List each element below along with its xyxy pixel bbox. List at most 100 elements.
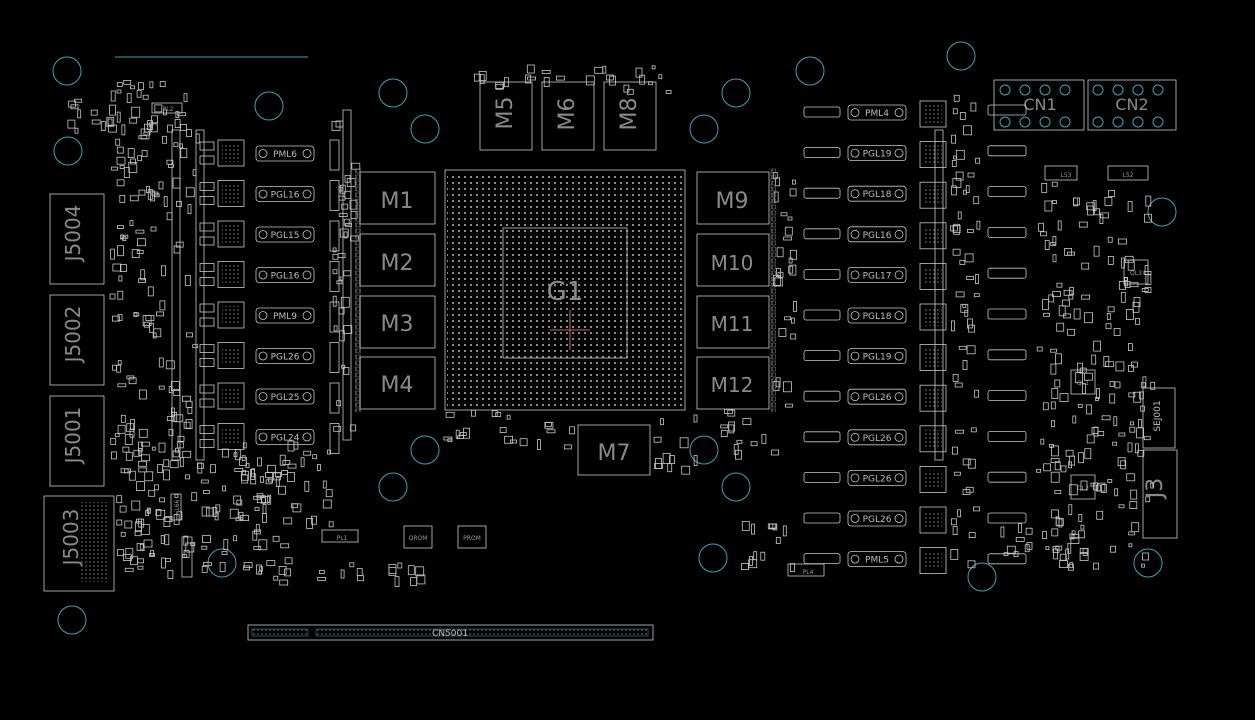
- vrm-phase-left[interactable]: PGL16: [199, 180, 340, 211]
- smd-component: [124, 567, 134, 572]
- vrm-phase-right[interactable]: PGL26: [803, 506, 1027, 534]
- smd-component: [1081, 262, 1090, 270]
- smd-component: [117, 314, 123, 321]
- smd-component: [1082, 383, 1086, 395]
- smd-component: [150, 550, 155, 556]
- smd-component: [962, 360, 968, 370]
- smd-component: [70, 104, 79, 110]
- vrm-phase-label: PML6: [273, 150, 297, 160]
- vrm-phase-right[interactable]: PGL17: [803, 262, 1027, 290]
- vrm-phase-left[interactable]: PGL16: [199, 261, 340, 292]
- smd-component: [775, 537, 781, 544]
- vrm-phase-left[interactable]: PGL26: [199, 342, 340, 373]
- smd-component: [119, 194, 126, 203]
- smd-component: [140, 269, 146, 281]
- memory-chip-label: M10: [711, 251, 754, 275]
- mounting-hole: [53, 136, 83, 166]
- smd-component: [1128, 392, 1136, 398]
- smd-component: [1126, 473, 1136, 482]
- smd-component: [1059, 393, 1069, 403]
- smd-component: [121, 124, 126, 136]
- smd-component: [1108, 190, 1115, 197]
- connector-j5001[interactable]: J5001: [49, 395, 105, 487]
- vrm-phase-left[interactable]: PGL25: [199, 382, 340, 414]
- smd-component: [1018, 523, 1022, 533]
- smd-component: [1097, 430, 1105, 436]
- vrm-phase-left[interactable]: PML6: [199, 139, 340, 171]
- smd-component: [173, 142, 179, 148]
- gpu-g1[interactable]: G1: [444, 169, 686, 411]
- smd-component: [543, 77, 550, 87]
- module-sej001[interactable]: SEJ001: [1142, 387, 1176, 449]
- vrm-phase-right[interactable]: PGL18: [803, 181, 1027, 209]
- vrm-phase-right[interactable]: PGL18: [803, 303, 1027, 331]
- memory-chip-m9[interactable]: M9: [696, 171, 770, 225]
- vrm-phase-right[interactable]: PGL19: [803, 344, 1027, 372]
- smd-component: [1056, 282, 1063, 288]
- smd-component: [108, 124, 117, 133]
- smd-component: [973, 293, 980, 298]
- vrm-phase-right[interactable]: PGL19: [803, 141, 1027, 169]
- smd-component: [243, 565, 251, 571]
- vrm-phase-left[interactable]: PGL24: [199, 423, 340, 454]
- memory-chip-m1[interactable]: M1: [359, 171, 436, 225]
- connector-label: J5004: [61, 205, 85, 264]
- vrm-phase-right[interactable]: PML5: [803, 547, 1027, 574]
- memory-chip-m7[interactable]: M7: [577, 424, 651, 476]
- connector-j3[interactable]: J3: [1142, 449, 1178, 539]
- pcie-edge-connector[interactable]: CN5001: [247, 624, 654, 641]
- memory-chip-m12[interactable]: M12: [696, 356, 770, 410]
- memory-chip-m11[interactable]: M11: [696, 295, 770, 349]
- smd-component: [1063, 313, 1071, 319]
- vrm-phase-right[interactable]: PML4: [803, 100, 1027, 128]
- power-connector-cn2[interactable]: CN2: [1087, 79, 1177, 131]
- smd-component: [185, 542, 195, 553]
- memory-chip-label: M7: [598, 441, 631, 466]
- mounting-hole: [378, 472, 408, 502]
- smd-component: [332, 269, 338, 275]
- smd-component: [356, 568, 363, 576]
- vrm-phase-right[interactable]: PGL26: [803, 425, 1027, 453]
- smd-component: [546, 429, 556, 434]
- memory-chip-m4[interactable]: M4: [359, 356, 436, 410]
- smd-component: [510, 439, 517, 444]
- smd-component: [322, 480, 327, 489]
- part-label-prom: PROM: [463, 535, 481, 542]
- vrm-phase-right[interactable]: PGL16: [803, 222, 1027, 250]
- vrm-phase-label: PGL26: [863, 474, 892, 484]
- memory-chip-m6[interactable]: M6: [541, 81, 595, 151]
- smd-component: [333, 425, 342, 432]
- smd-component: [236, 499, 243, 506]
- smd-component: [1093, 340, 1101, 352]
- smd-component: [1118, 432, 1126, 437]
- smd-component: [138, 428, 148, 438]
- smd-component: [952, 446, 958, 455]
- smd-component: [973, 506, 980, 512]
- smd-component: [1051, 181, 1058, 187]
- smd-component: [175, 111, 180, 118]
- mounting-hole: [967, 562, 997, 592]
- smd-component: [116, 179, 125, 187]
- vrm-phase-left[interactable]: PGL15: [199, 220, 340, 252]
- memory-chip-m10[interactable]: M10: [696, 233, 770, 287]
- vrm-phase-right[interactable]: PGL26: [803, 384, 1027, 412]
- smd-component: [260, 476, 264, 483]
- smd-component: [150, 123, 158, 133]
- smd-component: [143, 539, 153, 548]
- smd-component: [569, 426, 575, 435]
- memory-chip-m8[interactable]: M8: [603, 81, 657, 151]
- smd-component: [1050, 348, 1057, 353]
- vrm-phase-right[interactable]: PGL26: [803, 465, 1027, 493]
- smd-component: [116, 495, 123, 504]
- memory-chip-m3[interactable]: M3: [359, 295, 436, 349]
- connector-j5004[interactable]: J5004: [49, 193, 105, 285]
- smd-component: [67, 119, 76, 129]
- memory-chip-m5[interactable]: M5: [479, 81, 533, 151]
- memory-chip-m2[interactable]: M2: [359, 233, 436, 287]
- smd-component: [338, 307, 345, 315]
- vrm-phase-left[interactable]: PML9: [199, 301, 340, 333]
- connector-j5002[interactable]: J5002: [49, 294, 105, 386]
- smd-component: [124, 468, 131, 474]
- smd-component: [154, 104, 163, 113]
- connector-j5003[interactable]: J5003: [43, 495, 115, 592]
